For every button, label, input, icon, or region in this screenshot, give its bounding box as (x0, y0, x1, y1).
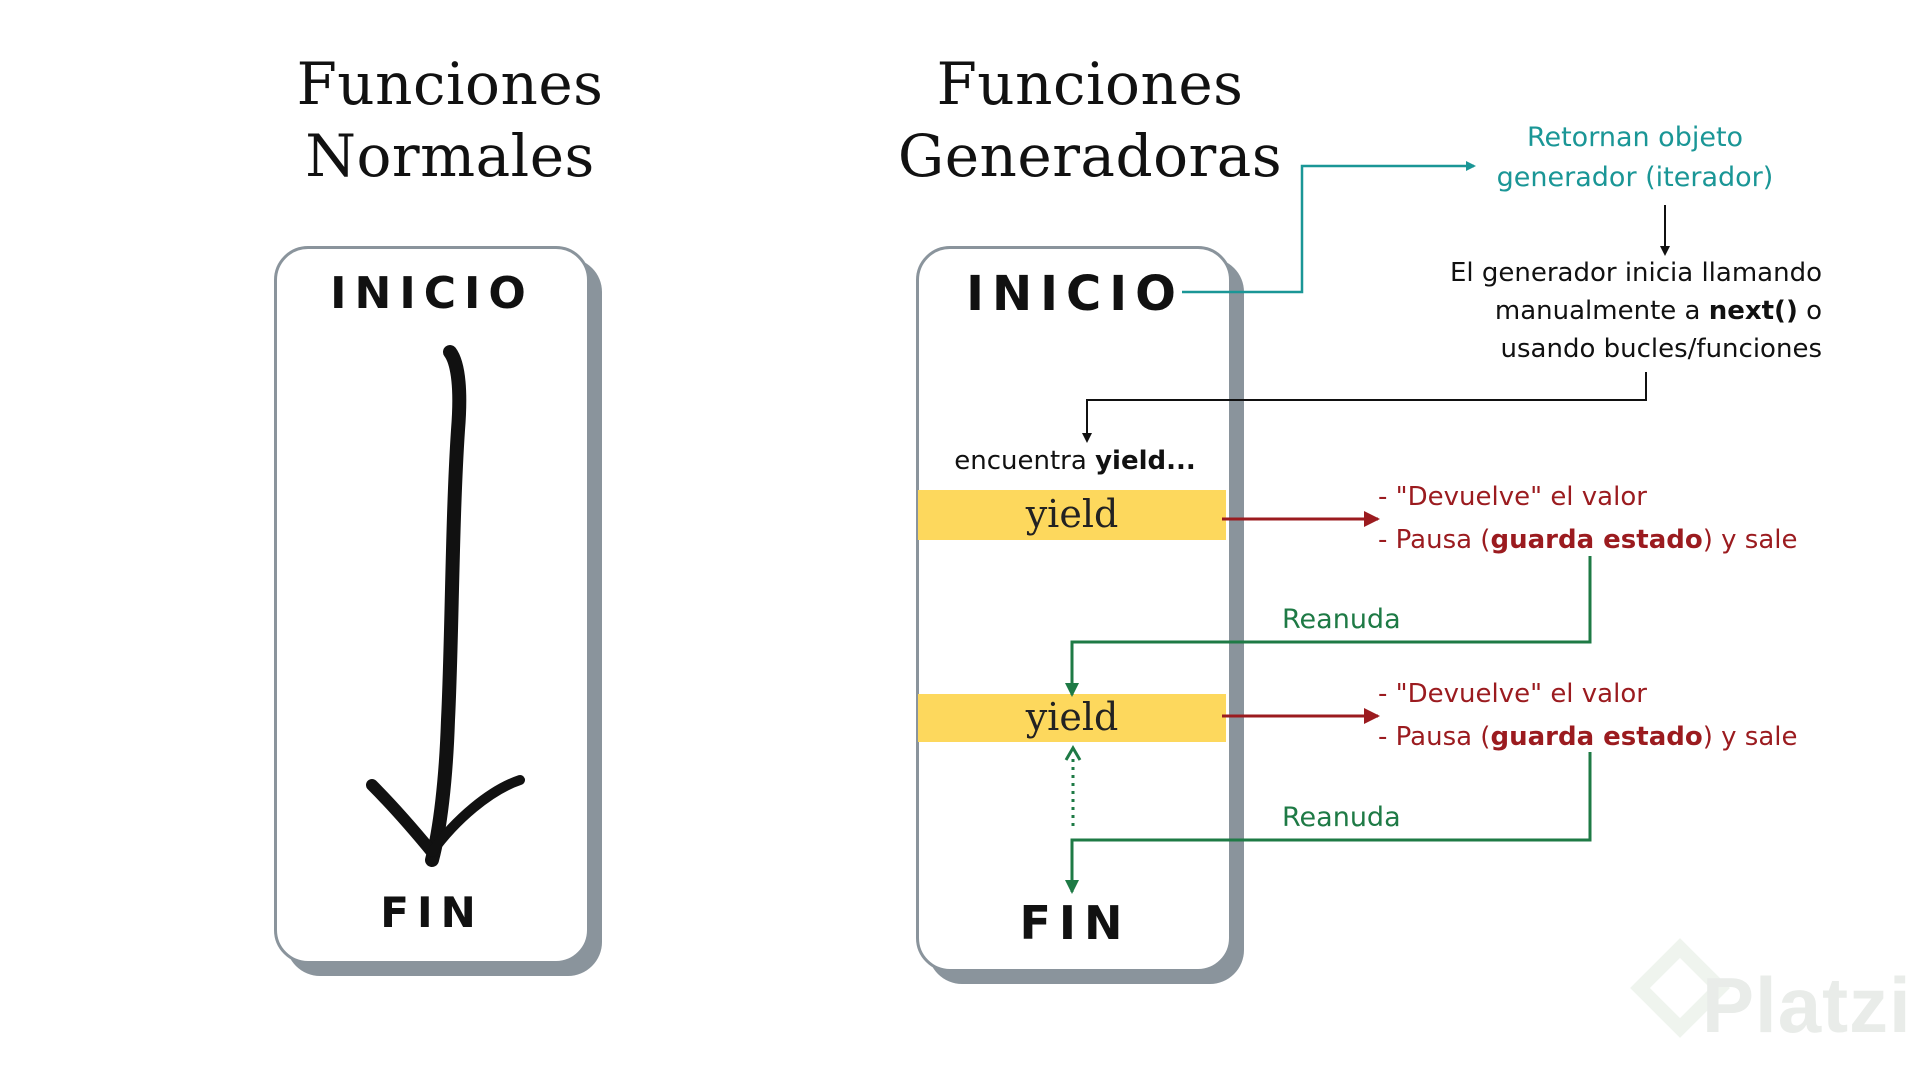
yield-effects-1-pre: - Pausa ( (1378, 525, 1491, 555)
platzi-watermark: Platzi (1702, 961, 1912, 1049)
right-card (916, 246, 1232, 972)
yield-effects-1-line2: - Pausa (guarda estado) y sale (1378, 519, 1798, 562)
right-title-line2: Generadoras (897, 122, 1283, 190)
black-connector-arrow (1082, 372, 1647, 443)
flow-down-arrow-icon (366, 345, 525, 867)
left-title-line2: Normales (305, 122, 595, 190)
dotted-up-arrow-icon (1064, 745, 1082, 826)
left-title: Funciones Normales (250, 48, 650, 192)
yield-bar-2: yield (918, 694, 1226, 742)
yield-bar-2-label: yield (1025, 695, 1119, 739)
starts-note: El generador inicia llamando manualmente… (1390, 254, 1822, 368)
yield-effects-1-bold: guarda estado (1490, 525, 1703, 555)
yield-bar-1: yield (918, 490, 1226, 540)
yield-effects-1: - "Devuelve" el valor - Pausa (guarda es… (1378, 476, 1798, 562)
yield-effects-2-pre: - Pausa ( (1378, 722, 1491, 752)
starts-line2-bold: next() (1708, 296, 1798, 326)
green-resume-arrow-1 (1065, 556, 1592, 697)
yield-effects-2-bold: guarda estado (1490, 722, 1703, 752)
starts-line2-pre: manualmente a (1494, 296, 1709, 326)
starts-line2: manualmente a next() o (1390, 292, 1822, 330)
teal-connector-arrow (1182, 161, 1476, 294)
returns-note: Retornan objeto generador (iterador) (1480, 118, 1790, 198)
yield-effects-2-line1: - "Devuelve" el valor (1378, 679, 1647, 709)
right-title: Funciones Generadoras (880, 48, 1300, 192)
returns-line1: Retornan objeto (1526, 122, 1744, 153)
yield-effects-2-post: ) y sale (1702, 722, 1798, 752)
yield-effects-2-line2: - Pausa (guarda estado) y sale (1378, 716, 1798, 759)
platzi-logo-icon (1630, 938, 1730, 1038)
yield-effects-1-post: ) y sale (1702, 525, 1798, 555)
left-start-label: INICIO (330, 268, 534, 319)
left-end-label: FIN (380, 888, 484, 937)
right-title-line1: Funciones (936, 50, 1244, 118)
right-end-label: FIN (1019, 896, 1131, 950)
resume-label-1: Reanuda (1282, 604, 1401, 635)
returns-line2: generador (iterador) (1496, 162, 1774, 193)
finds-pre: encuentra (954, 446, 1096, 476)
green-resume-arrow-2 (1065, 752, 1592, 894)
left-title-line1: Funciones (296, 50, 604, 118)
starts-line1: El generador inicia llamando (1449, 258, 1822, 288)
right-start-label: INICIO (966, 266, 1184, 322)
finds-yield-label: encuentra yield... (940, 446, 1210, 476)
resume-label-2: Reanuda (1282, 802, 1401, 833)
yield-bar-1-label: yield (1025, 492, 1119, 536)
starts-line3: usando bucles/funciones (1500, 334, 1822, 364)
yield-effects-2: - "Devuelve" el valor - Pausa (guarda es… (1378, 673, 1798, 759)
finds-bold: yield... (1095, 446, 1196, 476)
starts-line2-post: o (1797, 296, 1822, 326)
yield-effects-1-line1: - "Devuelve" el valor (1378, 482, 1647, 512)
